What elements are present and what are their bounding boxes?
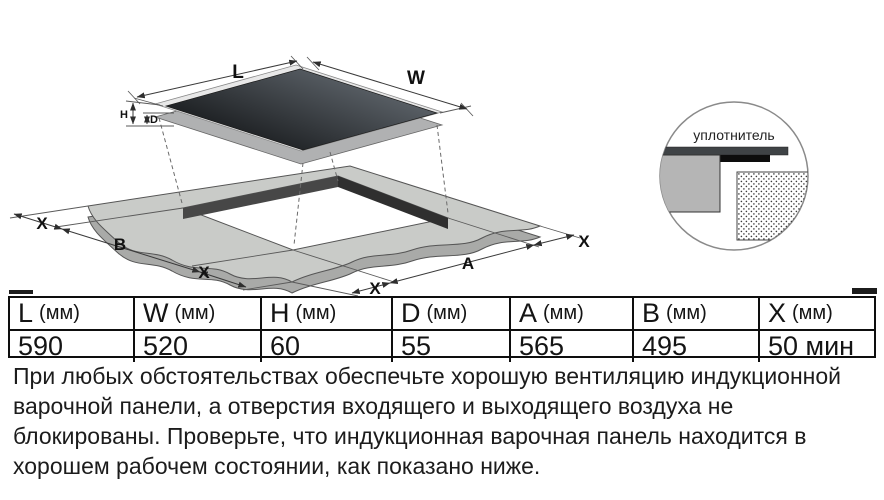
table-header-cell-l: L(мм)	[10, 298, 135, 329]
seal-detail-callout: уплотнитель	[659, 101, 809, 251]
table-value-cell-d: 55	[393, 331, 511, 362]
cutout-wall-left	[183, 176, 338, 219]
seal-label: уплотнитель	[693, 127, 774, 143]
cutout-wall-right	[338, 176, 448, 229]
dimensions-table: L(мм) W(мм) H(мм) D(мм) A(мм) B(мм) X(мм…	[8, 296, 876, 362]
dim-label-l: L	[232, 62, 244, 83]
scan-mark-left	[9, 290, 33, 294]
note-line-1: При любых обстоятельствах обеспечьте хор…	[13, 363, 842, 389]
table-header-cell-a: A(мм)	[511, 298, 634, 329]
countertop-cutout	[87, 165, 542, 294]
note-line-4: хорошем рабочем состоянии, как показано …	[13, 453, 541, 479]
table-value-cell-h: 60	[262, 331, 393, 362]
table-header-cell-d: D(мм)	[393, 298, 511, 329]
dim-label-h: H	[120, 109, 128, 121]
dim-label-a: A	[462, 254, 474, 273]
table-header-cell-x: X(мм)	[768, 298, 833, 328]
table-value-cell-a: 565	[511, 331, 634, 362]
dim-label-x-right: X	[578, 232, 590, 251]
scan-mark-right	[852, 288, 877, 294]
table-value-cell-x: 50 мин	[768, 331, 855, 361]
dim-label-x-bottom: X	[369, 279, 381, 296]
note-line-2: варочной панели, а отверстия входящего и…	[13, 393, 734, 419]
detail-countertop-section	[736, 171, 808, 241]
dim-label-w: W	[407, 68, 425, 89]
dim-label-x-lower-left: X	[198, 263, 210, 282]
table-value-cell-l: 590	[10, 331, 135, 362]
table-header-cell-b: B(мм)	[634, 298, 760, 329]
dimension-lines	[9, 55, 581, 296]
note-line-3: блокированы. Проверьте, что индукционная…	[13, 423, 807, 449]
installation-diagram: L W H D X B X X A X уплотнитель	[9, 55, 877, 296]
table-value-cell-b: 495	[634, 331, 760, 362]
dim-label-d: D	[150, 114, 158, 126]
table-value-cell-w: 520	[135, 331, 262, 362]
table-value-row: 590 520 60 55 565 495 50 мин	[10, 331, 874, 362]
projection-lines	[158, 117, 449, 246]
table-header-cell-w: W(мм)	[135, 298, 262, 329]
table-header-cell-h: H(мм)	[262, 298, 393, 329]
dim-label-x-left: X	[36, 214, 48, 233]
detail-glass-section	[660, 146, 789, 156]
detail-cooktop-body	[660, 154, 721, 213]
cooktop-exploded	[153, 64, 444, 165]
dim-label-b: B	[114, 235, 126, 254]
table-header-row: L(мм) W(мм) H(мм) D(мм) A(мм) B(мм) X(мм…	[10, 298, 874, 331]
detail-seal-strip	[720, 155, 770, 162]
ventilation-note: При любых обстоятельствах обеспечьте хор…	[13, 361, 869, 481]
